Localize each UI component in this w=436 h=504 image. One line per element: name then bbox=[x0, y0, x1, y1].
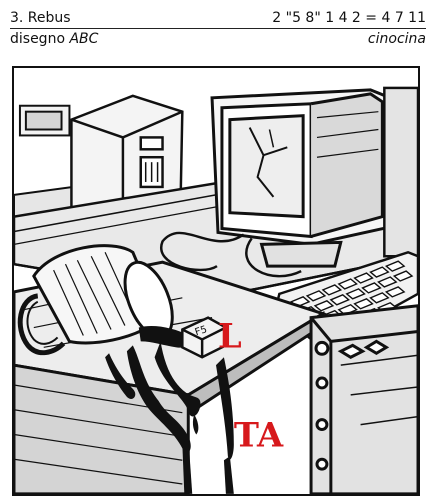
metal-cabinet bbox=[309, 304, 418, 494]
rebus-formula: 2 "5 8" 1 4 2 = 4 7 11 bbox=[272, 10, 426, 26]
f5-key-label: F5 bbox=[194, 324, 209, 338]
rebus-author: cinocina bbox=[367, 31, 426, 47]
illustration-canvas: F5 L TA bbox=[14, 68, 418, 494]
red-letter-l: L bbox=[218, 315, 242, 355]
rebus-title-row: 3. Rebus 2 "5 8" 1 4 2 = 4 7 11 bbox=[10, 9, 426, 29]
crt-monitor bbox=[210, 88, 394, 268]
credit-name: ABC bbox=[69, 31, 99, 47]
red-letters-ta: TA bbox=[234, 414, 284, 454]
credit: disegno ABC bbox=[10, 30, 98, 48]
rebus-title: 3. Rebus bbox=[10, 10, 71, 26]
rebus-header: 3. Rebus 2 "5 8" 1 4 2 = 4 7 11 disegno … bbox=[10, 9, 426, 48]
coffee-spill bbox=[105, 325, 234, 494]
f5-key: F5 bbox=[181, 316, 228, 359]
rebus-credit-row: disegno ABC cinocina bbox=[10, 29, 426, 48]
credit-prefix: disegno bbox=[10, 31, 66, 47]
spilled-cup bbox=[17, 244, 174, 356]
rebus-illustration: F5 L TA bbox=[12, 66, 420, 496]
